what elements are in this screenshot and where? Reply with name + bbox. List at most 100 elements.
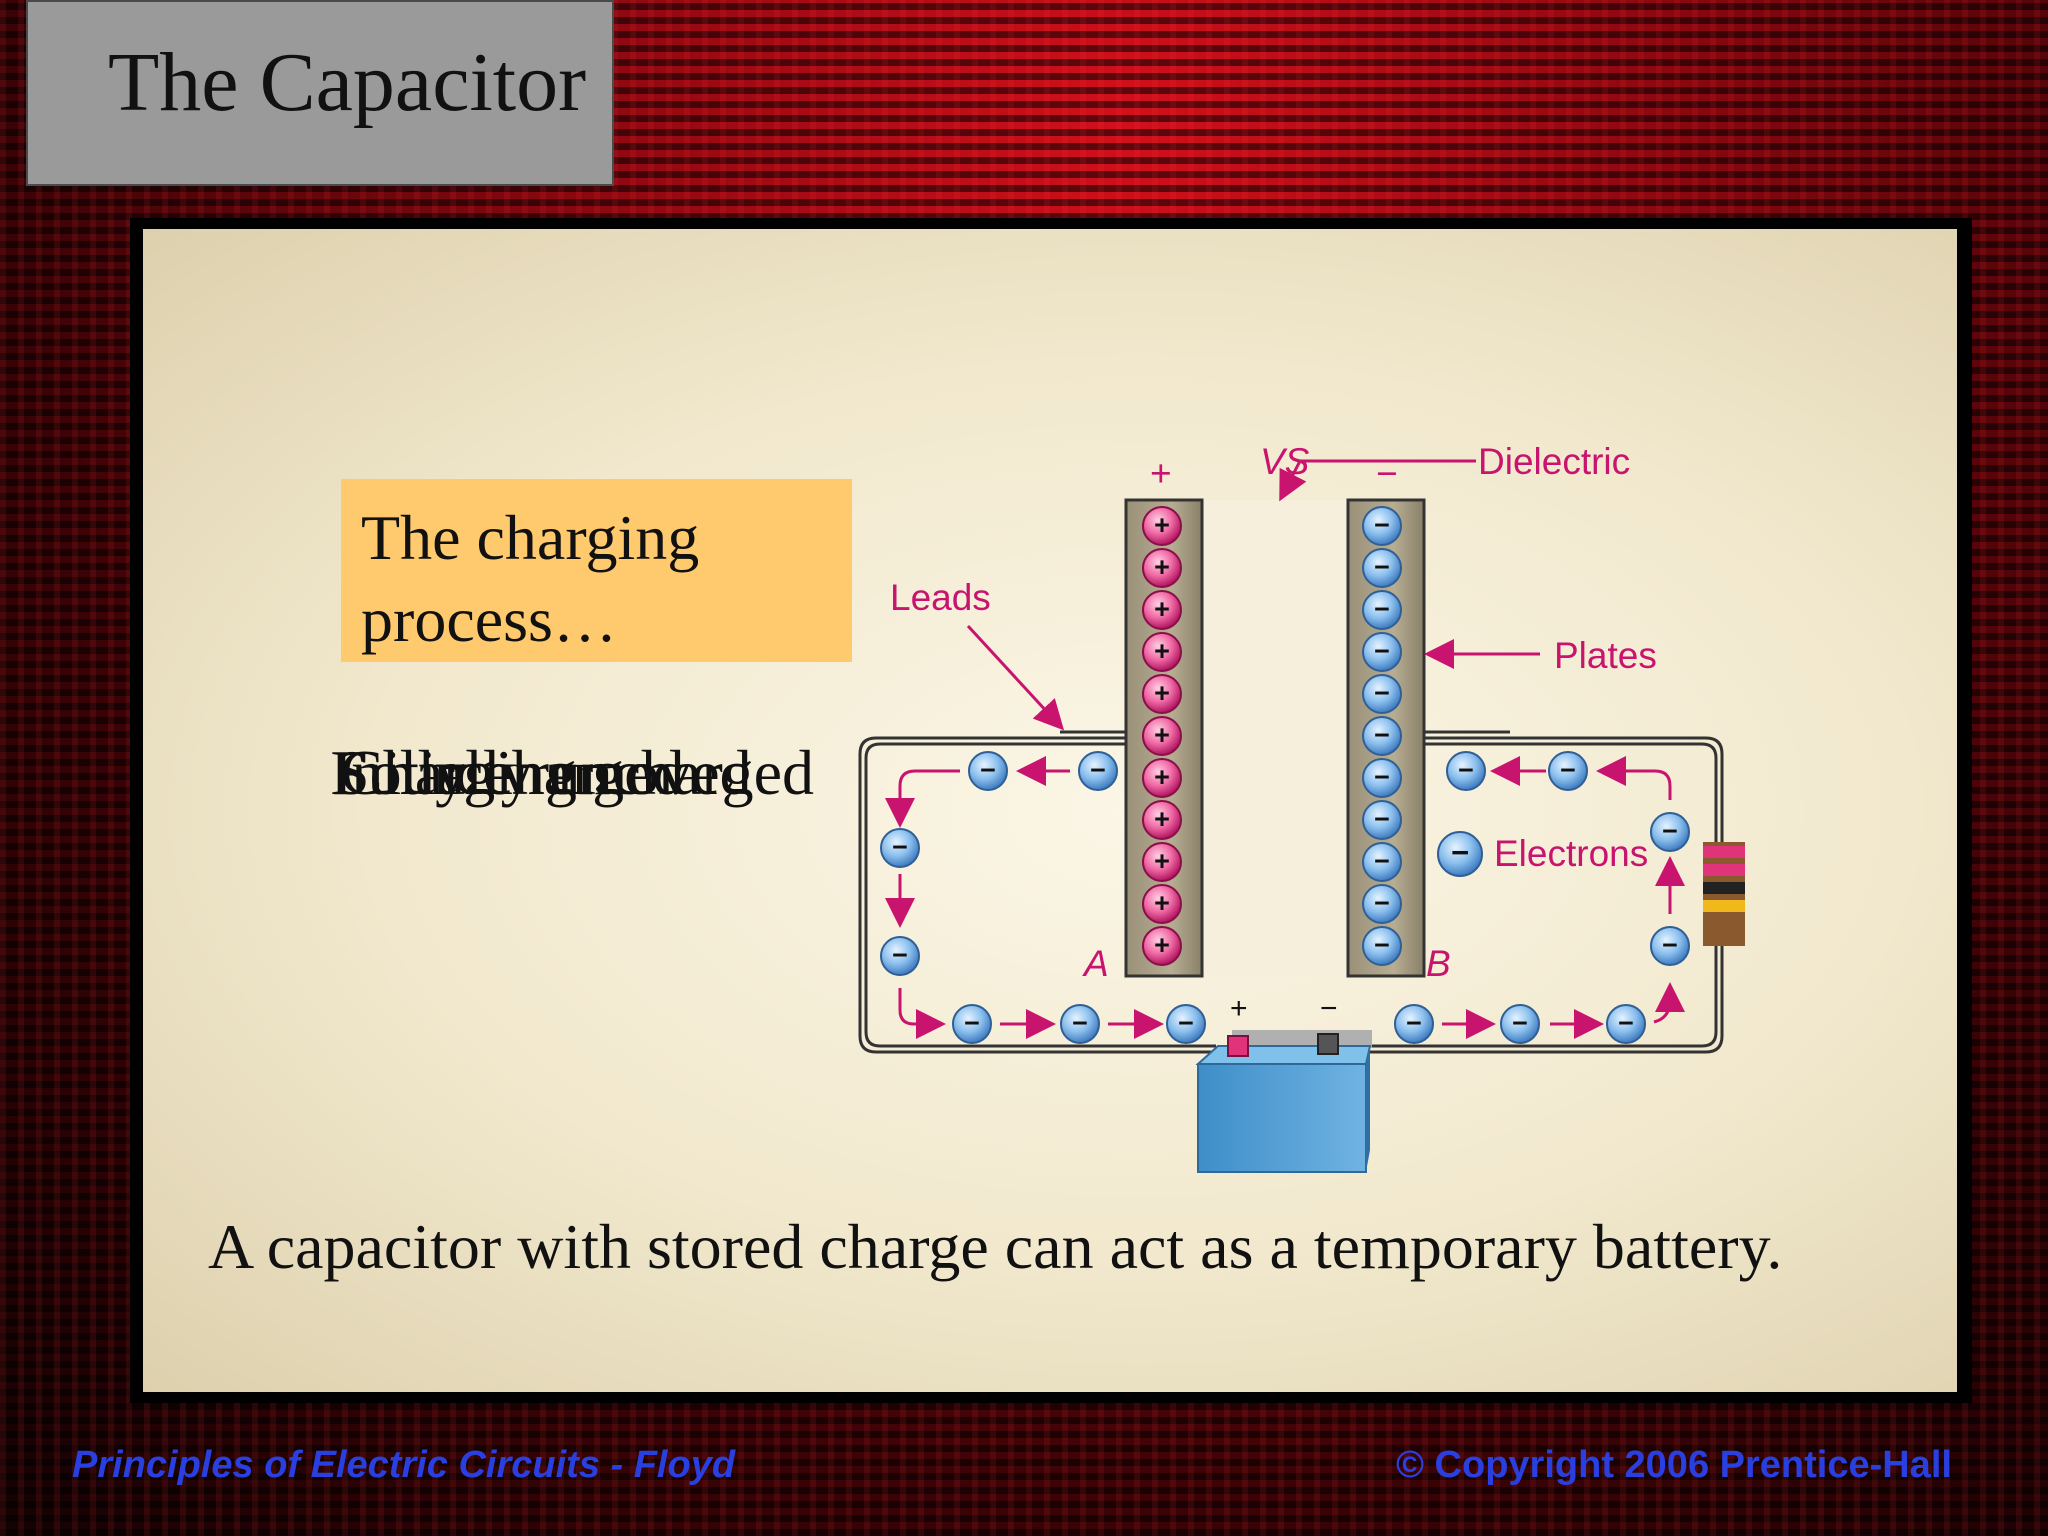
negative-charge-sign: − xyxy=(1374,678,1390,708)
wire-electron-sign: − xyxy=(980,755,996,785)
negative-charges: −−−−−−−−−−− xyxy=(1362,506,1402,966)
negative-charge-sign: − xyxy=(1374,930,1390,960)
slide-title: The Capacitor xyxy=(108,36,587,129)
wire-electron-sign: − xyxy=(1178,1008,1194,1038)
positive-charge xyxy=(1142,926,1182,966)
leads-label: Leads xyxy=(890,577,991,618)
electrons-label: Electrons xyxy=(1494,833,1648,874)
negative-charge xyxy=(1362,548,1402,588)
state-label-source-removed: Source removed xyxy=(334,737,752,808)
wire-electron-sign: − xyxy=(1072,1008,1088,1038)
battery-minus-label: − xyxy=(1320,992,1338,1025)
wire-electron xyxy=(1394,1004,1434,1044)
charging-process-text: The charging process… xyxy=(361,502,700,655)
wire-electron-sign: − xyxy=(892,832,908,862)
positive-charge xyxy=(1142,842,1182,882)
wire-electron xyxy=(1650,926,1690,966)
positive-charge-sign: + xyxy=(1154,804,1170,834)
negative-charge-sign: − xyxy=(1374,888,1390,918)
plates-label: Plates xyxy=(1554,635,1657,676)
positive-charge-sign: + xyxy=(1154,678,1170,708)
positive-charge xyxy=(1142,506,1182,546)
wire-electron-sign: − xyxy=(1406,1008,1422,1038)
negative-charge-sign: − xyxy=(1374,594,1390,624)
positive-charges: + + + + + + + + + + + xyxy=(1142,506,1182,966)
point-b-label: B xyxy=(1426,943,1451,984)
wire-electron xyxy=(968,751,1008,791)
negative-charge xyxy=(1362,674,1402,714)
wire-electron-sign: − xyxy=(1662,816,1678,846)
positive-charge xyxy=(1142,674,1182,714)
negative-charge-sign: − xyxy=(1374,720,1390,750)
state-label-charging: Charging xyxy=(340,737,578,808)
negative-charge-sign: − xyxy=(1374,636,1390,666)
positive-charge-sign: + xyxy=(1154,762,1170,792)
wire-electron xyxy=(1446,751,1486,791)
state-label-fully-charged: Fully charged xyxy=(332,737,685,808)
negative-charge xyxy=(1362,842,1402,882)
positive-charge-sign: + xyxy=(1154,720,1170,750)
wire-electron xyxy=(1437,831,1483,877)
leader-lines xyxy=(966,459,1540,731)
plate-plus-label: + xyxy=(1150,453,1172,494)
wire-electron-sign: − xyxy=(964,1008,980,1038)
battery-plus-label: + xyxy=(1230,992,1248,1025)
dielectric-region xyxy=(1202,500,1348,976)
negative-charge xyxy=(1362,926,1402,966)
negative-charge xyxy=(1362,716,1402,756)
positive-charge xyxy=(1142,548,1182,588)
positive-charge-sign: + xyxy=(1154,930,1170,960)
content-panel xyxy=(143,229,1957,1392)
positive-charge-sign: + xyxy=(1154,846,1170,876)
vs-label: VS xyxy=(1260,441,1310,482)
positive-charge-sign: + xyxy=(1154,594,1170,624)
negative-charge-sign: − xyxy=(1374,552,1390,582)
wire-electron-sign: − xyxy=(892,940,908,970)
wire-electron-sign: − xyxy=(1618,1008,1634,1038)
positive-charge xyxy=(1142,632,1182,672)
positive-charge-sign: + xyxy=(1154,552,1170,582)
wire-electron-sign: − xyxy=(1090,755,1106,785)
positive-charge xyxy=(1142,800,1182,840)
positive-charge xyxy=(1142,758,1182,798)
wire-electron xyxy=(880,828,920,868)
point-a-label: A xyxy=(1082,943,1109,984)
wire-electron xyxy=(1606,1004,1646,1044)
plate-minus-label: − xyxy=(1376,453,1398,494)
negative-charge xyxy=(1362,800,1402,840)
negative-charge-sign: − xyxy=(1374,846,1390,876)
resistor-icon xyxy=(1703,842,1745,946)
negative-charge xyxy=(1362,758,1402,798)
positive-charge-sign: + xyxy=(1154,510,1170,540)
charging-process-box: The charging process… xyxy=(341,479,852,662)
negative-charge xyxy=(1362,632,1402,672)
negative-charge xyxy=(1362,590,1402,630)
title-box: The Capacitor xyxy=(26,0,614,186)
positive-charge xyxy=(1142,716,1182,756)
wire-electron xyxy=(1548,751,1588,791)
wire-electron-sign: − xyxy=(1458,755,1474,785)
wire-electron xyxy=(1650,812,1690,852)
positive-charge xyxy=(1142,590,1182,630)
footer-copyright: © Copyright 2006 Prentice-Hall xyxy=(1396,1444,1952,1486)
wire-electrons: − − − − − − − − − − − − − − − xyxy=(880,751,1690,1044)
wire-electron xyxy=(1060,1004,1100,1044)
wire-electron xyxy=(1500,1004,1540,1044)
negative-charge xyxy=(1362,506,1402,546)
positive-charge-sign: + xyxy=(1154,636,1170,666)
positive-charge-sign: + xyxy=(1154,888,1170,918)
dielectric-label: Dielectric xyxy=(1478,441,1630,482)
positive-charge xyxy=(1142,884,1182,924)
wire-electron xyxy=(952,1004,992,1044)
state-label-initially-uncharged: Initially uncharged xyxy=(330,737,814,808)
footer-book-title: Principles of Electric Circuits - Floyd xyxy=(72,1444,736,1486)
negative-charge-sign: − xyxy=(1374,510,1390,540)
wire-electron xyxy=(1166,1004,1206,1044)
wire-electron-sign: − xyxy=(1560,755,1576,785)
caption-text: A capacitor with stored charge can act a… xyxy=(208,1211,1783,1282)
negative-charge xyxy=(1362,884,1402,924)
electron-flow-arrows xyxy=(885,756,1685,1039)
wire-electron-sign: − xyxy=(1451,835,1469,870)
wire-electron xyxy=(880,936,920,976)
